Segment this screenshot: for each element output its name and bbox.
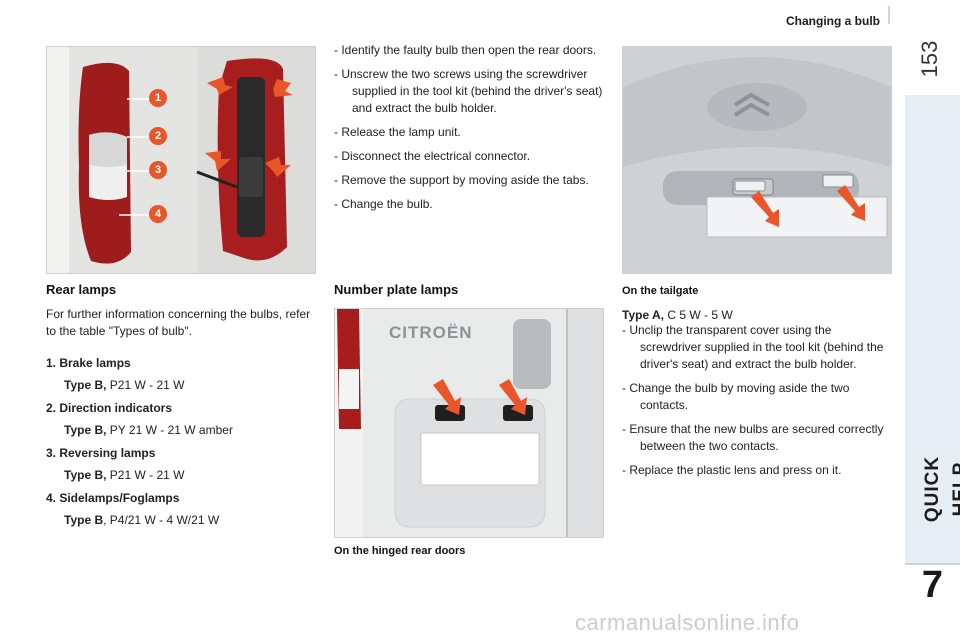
header-divider xyxy=(888,6,890,24)
item-label: 4. Sidelamps/Foglamps xyxy=(46,491,180,505)
rear-lamp-steps: - Identify the faulty bulb then open the… xyxy=(334,42,604,213)
chapter-divider xyxy=(905,563,960,565)
item-type: Type B, P4/21 W - 4 W/21 W xyxy=(64,513,220,527)
side-tab-label: QUICK HELP xyxy=(922,455,960,523)
brand-lettering: CITROËN xyxy=(389,323,473,342)
chapter-number: 7 xyxy=(921,564,944,606)
number-plate-title: Number plate lamps xyxy=(334,282,459,297)
rear-lamps-list: 1. Brake lamps Type B, P21 W - 21 W 2. D… xyxy=(46,356,316,527)
number-plate-steps: - Unclip the transparent cover using the… xyxy=(622,322,892,479)
watermark: carmanualsonline.info xyxy=(575,610,800,635)
step-item: - Remove the support by moving aside the… xyxy=(334,173,589,187)
number-plate-type: Type A, C 5 W - 5 W xyxy=(622,308,733,322)
callout-2: 2 xyxy=(149,127,167,145)
tailgate-photo xyxy=(622,46,892,274)
rear-lamps-title: Rear lamps xyxy=(46,282,117,297)
item-type: Type B, P21 W - 21 W xyxy=(64,378,185,392)
rear-lamps-photo: 1 2 3 4 xyxy=(46,46,316,274)
hinged-doors-photo: CITROËN xyxy=(334,308,604,538)
caption-tailgate: On the tailgate xyxy=(622,285,699,297)
item-label: 2. Direction indicators xyxy=(46,401,173,415)
list-item: 1. Brake lamps Type B, P21 W - 21 W xyxy=(46,356,316,392)
callout-1: 1 xyxy=(149,89,167,107)
step-item: - Change the bulb by moving aside the tw… xyxy=(622,381,850,412)
rear-lamps-illustration xyxy=(47,47,315,273)
callout-3: 3 xyxy=(149,161,167,179)
step-item: - Replace the plastic lens and press on … xyxy=(622,463,842,477)
list-item: 4. Sidelamps/Foglamps Type B, P4/21 W - … xyxy=(46,491,316,527)
rear-lamps-intro: For further information concerning the b… xyxy=(46,307,311,338)
step-item: - Release the lamp unit. xyxy=(334,125,461,139)
item-label: 3. Reversing lamps xyxy=(46,446,156,460)
side-tab xyxy=(905,95,960,563)
hinged-doors-illustration xyxy=(335,309,603,537)
item-label: 1. Brake lamps xyxy=(46,356,131,370)
page-number: 153 xyxy=(917,40,942,78)
tailgate-illustration xyxy=(623,47,891,273)
callout-4: 4 xyxy=(149,205,167,223)
step-item: - Identify the faulty bulb then open the… xyxy=(334,43,597,57)
step-item: - Change the bulb. xyxy=(334,197,433,211)
item-type: Type B, P21 W - 21 W xyxy=(64,468,185,482)
step-item: - Ensure that the new bulbs are secured … xyxy=(622,422,884,453)
item-type: Type B, PY 21 W - 21 W amber xyxy=(64,423,233,437)
caption-hinged-doors: On the hinged rear doors xyxy=(334,545,466,557)
step-item: - Unscrew the two screws using the screw… xyxy=(334,67,603,115)
list-item: 2. Direction indicators Type B, PY 21 W … xyxy=(46,401,316,437)
step-item: - Disconnect the electrical connector. xyxy=(334,149,531,163)
step-item: - Unclip the transparent cover using the… xyxy=(622,323,884,371)
list-item: 3. Reversing lamps Type B, P21 W - 21 W xyxy=(46,446,316,482)
page-header-title: Changing a bulb xyxy=(786,14,880,28)
